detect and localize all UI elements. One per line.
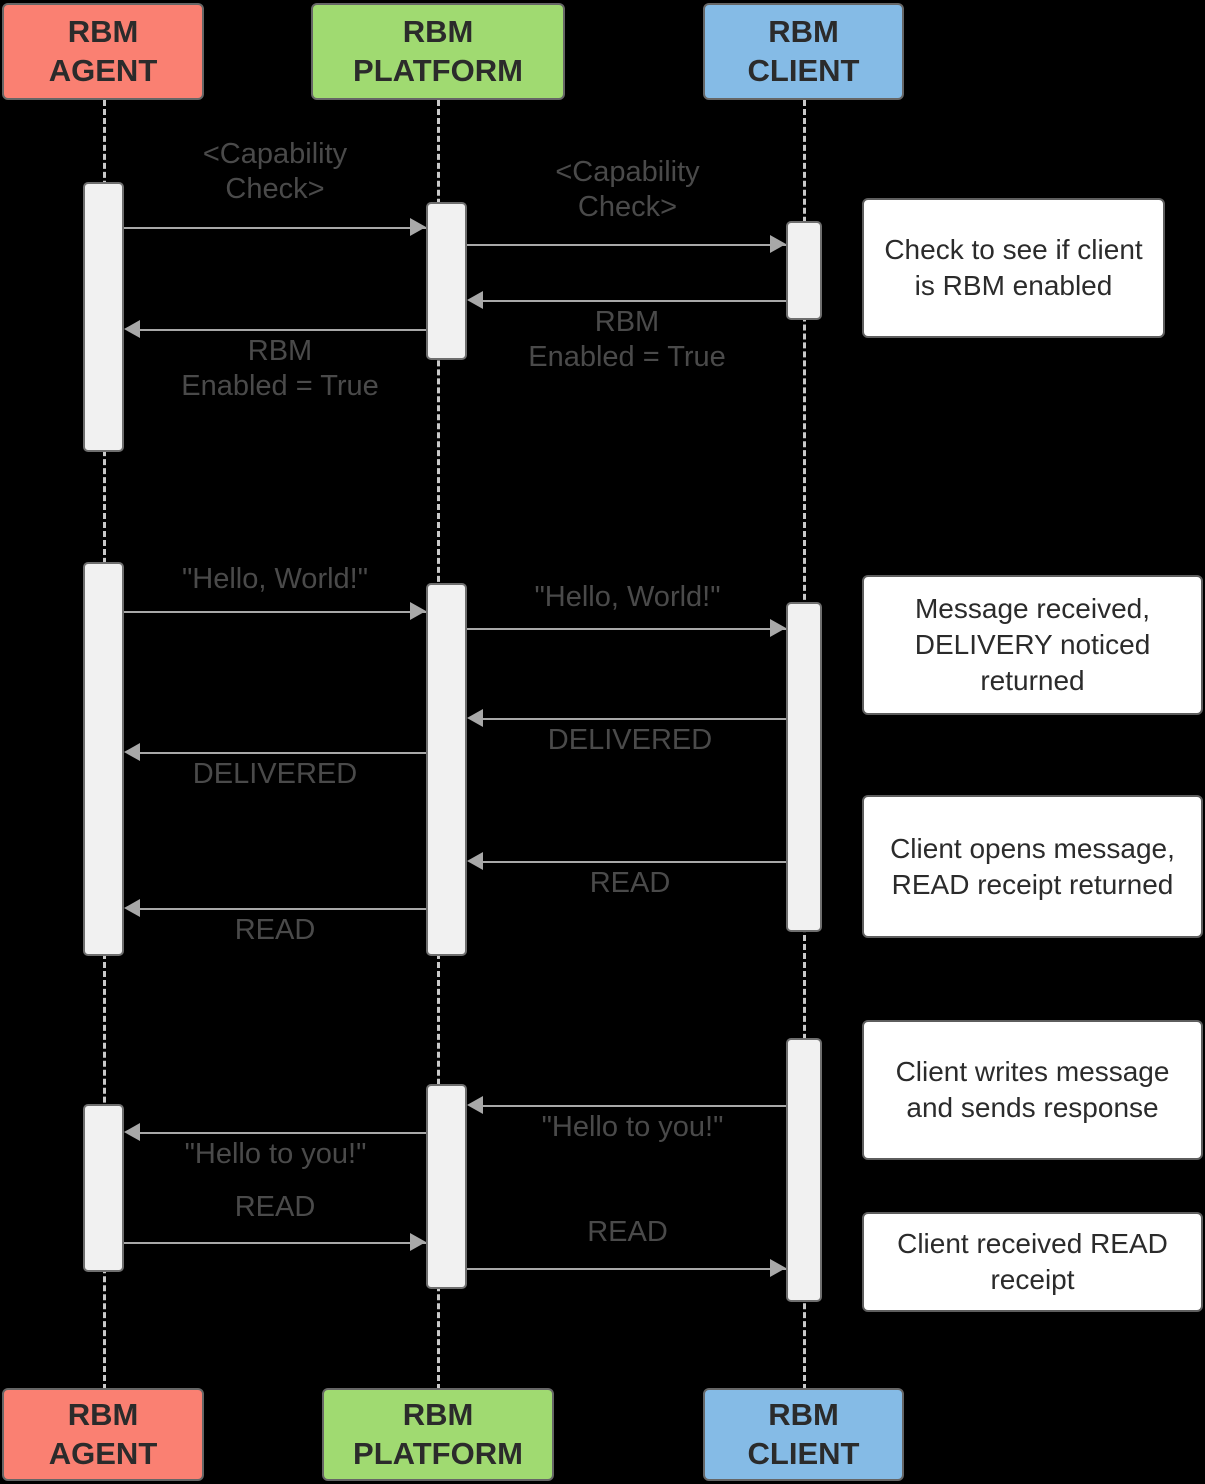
message-arrowhead-m2 bbox=[770, 235, 786, 253]
message-arrowhead-m13 bbox=[410, 1233, 426, 1251]
activation-client-3 bbox=[786, 1038, 822, 1302]
actor-header-agent-line1: RBM bbox=[67, 13, 139, 49]
message-arrowhead-m5 bbox=[410, 602, 426, 620]
actor-footer-agent-line2: AGENT bbox=[48, 1435, 158, 1471]
actor-footer-agent-line1: RBM bbox=[67, 1396, 139, 1432]
message-label-m13: READ bbox=[234, 1191, 316, 1223]
message-arrowhead-m11 bbox=[467, 1096, 483, 1114]
actor-footer-client-line1: RBM bbox=[768, 1396, 839, 1432]
message-line-m9 bbox=[481, 861, 786, 863]
message-label-m3: RBM Enabled = True bbox=[528, 306, 726, 374]
note-message-received: Message received, DELIVERY noticed retur… bbox=[862, 575, 1203, 715]
note-message-received-text: Message received, DELIVERY noticed retur… bbox=[914, 593, 1151, 696]
activation-agent-1 bbox=[83, 182, 124, 452]
actor-header-platform[interactable]: RBM PLATFORM bbox=[311, 3, 565, 100]
actor-header-client[interactable]: RBM CLIENT bbox=[703, 3, 904, 100]
activation-platform-1 bbox=[426, 202, 467, 360]
activation-agent-3 bbox=[83, 1104, 124, 1272]
message-line-m10 bbox=[138, 908, 426, 910]
message-line-m7 bbox=[481, 718, 786, 720]
actor-header-agent-line2: AGENT bbox=[48, 52, 158, 88]
actor-footer-platform-line1: RBM bbox=[402, 1396, 474, 1432]
message-label-m1: <Capability Check> bbox=[202, 138, 348, 206]
message-label-m14: READ bbox=[587, 1216, 668, 1248]
message-arrowhead-m9 bbox=[467, 852, 483, 870]
message-line-m13 bbox=[124, 1242, 426, 1244]
message-label-m12: "Hello to you!" bbox=[184, 1138, 367, 1170]
message-label-m8: DELIVERED bbox=[192, 758, 358, 790]
activation-agent-2 bbox=[83, 562, 124, 956]
actor-footer-client[interactable]: RBM CLIENT bbox=[703, 1388, 904, 1481]
actor-footer-platform-line2: PLATFORM bbox=[353, 1435, 523, 1471]
activation-platform-2 bbox=[426, 583, 467, 956]
message-arrowhead-m8 bbox=[124, 743, 140, 761]
message-label-m5: "Hello, World!" bbox=[181, 563, 369, 595]
message-line-m8 bbox=[138, 752, 426, 754]
note-client-writes-message-text: Client writes message and sends response bbox=[895, 1056, 1170, 1123]
actor-header-client-line1: RBM bbox=[768, 13, 839, 49]
message-arrowhead-m10 bbox=[124, 899, 140, 917]
message-label-m4: RBM Enabled = True bbox=[181, 335, 379, 403]
note-client-received-read-receipt-text: Client received READ receipt bbox=[897, 1228, 1168, 1295]
message-arrowhead-m14 bbox=[770, 1259, 786, 1277]
message-label-m10: READ bbox=[234, 914, 316, 946]
message-arrowhead-m4 bbox=[124, 320, 140, 338]
message-label-m6: "Hello, World!" bbox=[534, 581, 721, 613]
message-arrowhead-m7 bbox=[467, 709, 483, 727]
actor-header-platform-line1: RBM bbox=[402, 13, 474, 49]
activation-platform-3 bbox=[426, 1084, 467, 1289]
message-label-m9: READ bbox=[589, 867, 671, 899]
message-line-m11 bbox=[481, 1105, 786, 1107]
message-line-m1 bbox=[124, 227, 426, 229]
actor-header-agent[interactable]: RBM AGENT bbox=[2, 3, 204, 100]
activation-client-1 bbox=[786, 221, 822, 320]
note-capability-check: Check to see if client is RBM enabled bbox=[862, 198, 1165, 338]
message-label-m11: "Hello to you!" bbox=[541, 1111, 724, 1143]
message-line-m3 bbox=[481, 300, 786, 302]
message-line-m12 bbox=[138, 1132, 426, 1134]
actor-header-client-line2: CLIENT bbox=[747, 52, 860, 88]
message-line-m2 bbox=[467, 244, 786, 246]
actor-footer-agent[interactable]: RBM AGENT bbox=[2, 1388, 204, 1481]
note-client-opens-message-text: Client opens message, READ receipt retur… bbox=[890, 832, 1175, 900]
note-client-writes-message: Client writes message and sends response bbox=[862, 1020, 1203, 1160]
message-arrowhead-m6 bbox=[770, 619, 786, 637]
message-label-m2: <Capability Check> bbox=[555, 156, 700, 224]
note-client-received-read-receipt: Client received READ receipt bbox=[862, 1212, 1203, 1312]
actor-footer-platform[interactable]: RBM PLATFORM bbox=[322, 1388, 554, 1481]
message-arrowhead-m3 bbox=[467, 291, 483, 309]
message-line-m14 bbox=[467, 1268, 786, 1270]
note-client-opens-message: Client opens message, READ receipt retur… bbox=[862, 795, 1203, 938]
message-label-m7: DELIVERED bbox=[547, 724, 713, 756]
message-line-m6 bbox=[467, 628, 786, 630]
message-arrowhead-m12 bbox=[124, 1123, 140, 1141]
actor-footer-client-line2: CLIENT bbox=[747, 1435, 860, 1471]
message-arrowhead-m1 bbox=[410, 218, 426, 236]
message-line-m4 bbox=[138, 329, 426, 331]
activation-client-2 bbox=[786, 602, 822, 932]
actor-header-platform-line2: PLATFORM bbox=[353, 52, 523, 88]
message-line-m5 bbox=[124, 611, 426, 613]
note-capability-check-text: Check to see if client is RBM enabled bbox=[884, 234, 1143, 301]
